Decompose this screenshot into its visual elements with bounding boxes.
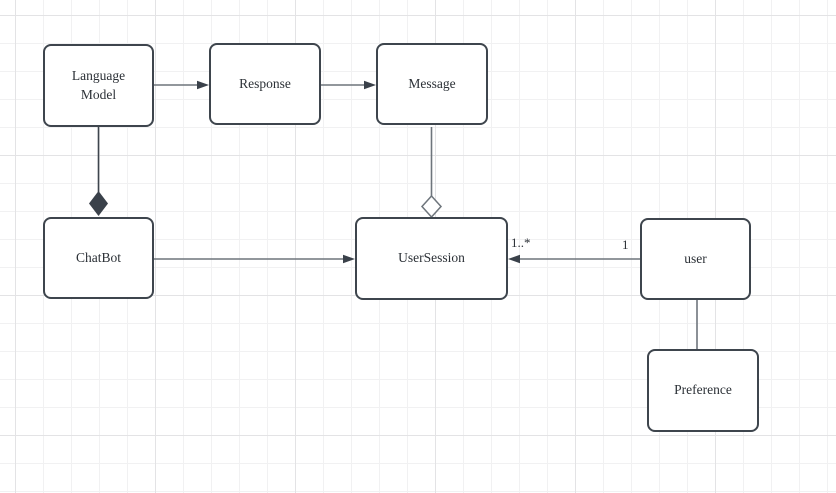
node-language-model[interactable]: Language Model bbox=[43, 44, 154, 127]
arrowhead-icon bbox=[343, 254, 355, 264]
node-chatbot[interactable]: ChatBot bbox=[43, 217, 154, 299]
node-label: user bbox=[684, 250, 707, 266]
node-label: Language Model bbox=[71, 68, 126, 102]
node-user-session[interactable]: UserSession bbox=[355, 217, 508, 300]
edge-message-usersession-aggregation[interactable] bbox=[420, 127, 443, 219]
node-label: Preference bbox=[674, 382, 732, 398]
edge-chatbot-usersession[interactable] bbox=[154, 254, 355, 264]
node-user[interactable]: user bbox=[640, 218, 751, 300]
node-label: ChatBot bbox=[75, 249, 121, 265]
aggregation-diamond-icon bbox=[420, 194, 443, 219]
edge-label-source-multiplicity: 1 bbox=[622, 237, 629, 252]
composition-diamond-icon bbox=[89, 191, 108, 216]
node-response[interactable]: Response bbox=[209, 43, 321, 125]
node-label: Message bbox=[408, 75, 456, 91]
node-message[interactable]: Message bbox=[376, 43, 488, 125]
arrowhead-icon bbox=[508, 254, 520, 264]
arrowhead-icon bbox=[364, 80, 376, 90]
arrowhead-icon bbox=[197, 80, 209, 90]
node-preference[interactable]: Preference bbox=[647, 349, 759, 432]
edge-languagemodel-chatbot-composition[interactable] bbox=[89, 127, 108, 216]
node-label: UserSession bbox=[398, 250, 465, 266]
edge-label-target-multiplicity: 1..* bbox=[511, 235, 531, 250]
edge-user-usersession[interactable] bbox=[508, 254, 640, 264]
edge-languagemodel-response[interactable] bbox=[154, 80, 209, 90]
node-label: Response bbox=[239, 75, 291, 91]
edge-response-message[interactable] bbox=[321, 80, 376, 90]
